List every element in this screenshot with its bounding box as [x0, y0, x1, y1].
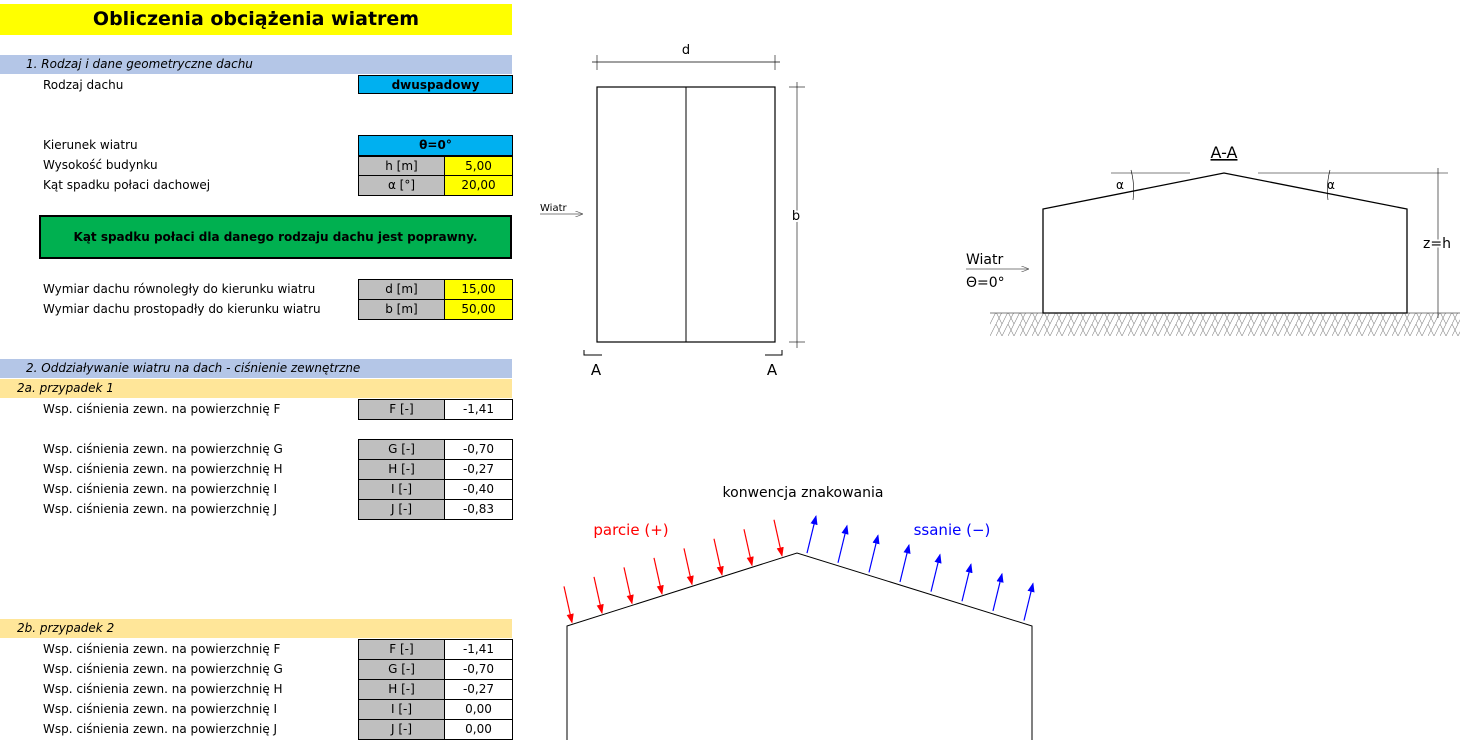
case2-title: 2b. przypadek 2: [17, 621, 115, 635]
suction-arrow: [1023, 582, 1035, 621]
pressure-arrow: [713, 538, 724, 576]
coef-unit: F [-]: [358, 639, 445, 660]
building-section: [1042, 172, 1408, 314]
section-mark-right: A: [767, 361, 778, 379]
coef-label: Wsp. ciśnienia zewn. na powierzchnię I: [43, 482, 278, 496]
coef-value: -0,27: [444, 679, 513, 700]
coef-label: Wsp. ciśnienia zewn. na powierzchnię I: [43, 702, 278, 716]
pressure-arrow: [653, 557, 664, 596]
section2-header: 2. Oddziaływanie wiatru na dach - ciśnie…: [0, 359, 512, 378]
alpha-left: α: [1116, 178, 1124, 192]
coef-label: Wsp. ciśnienia zewn. na powierzchnię F: [43, 402, 281, 416]
case1-header: 2a. przypadek 1: [0, 379, 512, 398]
section1-title: 1. Rodzaj i dane geometryczne dachu: [26, 57, 253, 71]
coef-label: Wsp. ciśnienia zewn. na powierzchnię J: [43, 722, 278, 736]
pressure-arrow: [623, 567, 634, 605]
section1-header: 1. Rodzaj i dane geometryczne dachu: [0, 55, 512, 74]
coef-unit: H [-]: [358, 459, 445, 480]
d-unit: d [m]: [358, 279, 445, 300]
case2-header: 2b. przypadek 2: [0, 619, 512, 638]
slope-label: Kąt spadku połaci dachowej: [43, 178, 211, 192]
convention-title: konwencja znakowania: [723, 485, 884, 501]
pressure-arrow: [773, 519, 784, 557]
suction-arrow: [837, 524, 849, 563]
label-b: b: [792, 209, 800, 224]
section2-title: 2. Oddziaływanie wiatru na dach - ciśnie…: [26, 361, 361, 375]
roof-type-label: Rodzaj dachu: [43, 78, 124, 92]
b-unit: b [m]: [358, 299, 445, 320]
suction-arrow: [992, 572, 1004, 612]
wind-dir-select[interactable]: θ=0°: [358, 135, 513, 156]
coef-value: -1,41: [444, 399, 513, 420]
d-label: Wymiar dachu równoległy do kierunku wiat…: [43, 282, 316, 296]
sign-convention: [563, 514, 1035, 740]
section-view: [966, 168, 1460, 336]
suction-arrow: [899, 543, 911, 583]
suction-arrow: [868, 534, 880, 573]
convention-building: [566, 552, 1033, 740]
coef-label: Wsp. ciśnienia zewn. na powierzchnię H: [43, 682, 283, 696]
pressure-label: parcie (+): [593, 521, 668, 539]
coef-value: -0,27: [444, 459, 513, 480]
section-title: A-A: [1211, 143, 1238, 162]
page-title: Obliczenia obciążenia wiatrem: [0, 4, 512, 35]
pressure-arrow: [563, 586, 574, 624]
b-label: Wymiar dachu prostopadły do kierunku wia…: [43, 302, 321, 316]
coef-label: Wsp. ciśnienia zewn. na powierzchnię G: [43, 442, 283, 456]
label-d: d: [682, 43, 690, 58]
coef-label: Wsp. ciśnienia zewn. na powierzchnię F: [43, 642, 281, 656]
height-label: Wysokość budynku: [43, 158, 158, 172]
pressure-arrow: [593, 576, 604, 615]
label-wind: Wiatr: [966, 252, 1003, 268]
roof-type-select[interactable]: dwuspadowy: [358, 75, 513, 94]
coef-unit: J [-]: [358, 499, 445, 520]
pressure-arrow: [683, 548, 694, 586]
label-wind-plan: Wiatr: [540, 203, 567, 214]
suction-arrow: [806, 514, 818, 554]
coef-value: 0,00: [444, 719, 513, 740]
status-message: Kąt spadku połaci dla danego rodzaju dac…: [39, 215, 512, 259]
ground-hatch: [990, 313, 1460, 336]
pressure-arrow: [743, 529, 754, 567]
coef-value: -0,83: [444, 499, 513, 520]
coef-value: -1,41: [444, 639, 513, 660]
coef-label: Wsp. ciśnienia zewn. na powierzchnię H: [43, 462, 283, 476]
coef-label: Wsp. ciśnienia zewn. na powierzchnię J: [43, 502, 278, 516]
coef-unit: J [-]: [358, 719, 445, 740]
suction-arrow: [961, 563, 973, 602]
alpha-right: α: [1327, 178, 1335, 192]
suction-arrow: [930, 553, 942, 592]
coef-value: -0,70: [444, 659, 513, 680]
wind-dir-label: Kierunek wiatru: [43, 138, 138, 152]
coef-unit: I [-]: [358, 479, 445, 500]
slope-input[interactable]: 20,00: [444, 175, 513, 196]
b-input[interactable]: 50,00: [444, 299, 513, 320]
plan-view: [540, 55, 805, 356]
coef-unit: F [-]: [358, 399, 445, 420]
slope-unit: α [°]: [358, 175, 445, 196]
section-mark-left: A: [591, 361, 602, 379]
suction-label: ssanie (−): [914, 521, 991, 539]
label-zh: z=h: [1423, 236, 1451, 252]
coef-label: Wsp. ciśnienia zewn. na powierzchnię G: [43, 662, 283, 676]
label-theta: Θ=0°: [966, 275, 1005, 291]
case1-title: 2a. przypadek 1: [17, 381, 114, 395]
